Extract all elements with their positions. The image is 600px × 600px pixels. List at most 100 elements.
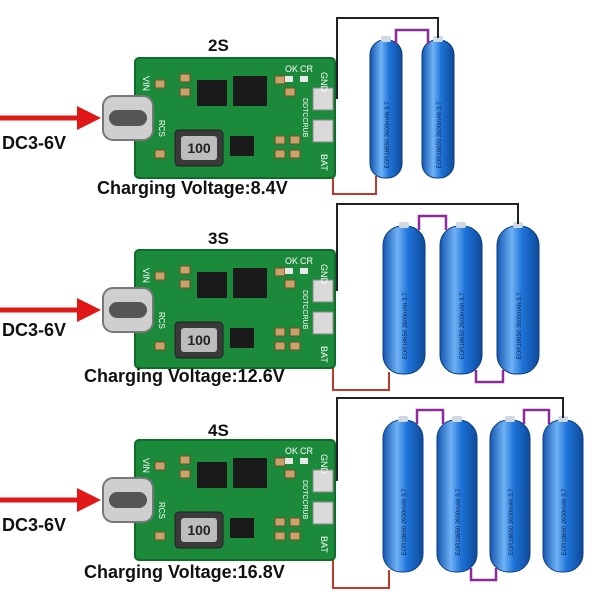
gnd-pad — [312, 87, 334, 111]
bat-silkscreen: BAT — [319, 154, 329, 171]
battery-pack-2s: EOR18650 2600mAh 3.7 EOR18650 2600mAh 3.7 — [323, 17, 455, 195]
smd-component — [179, 455, 191, 465]
smd-component — [289, 517, 301, 527]
mosfet-ic — [233, 268, 267, 298]
usb-c-port — [109, 492, 147, 508]
battery-print: EOR18650 2600mAh 3.7 — [456, 488, 462, 556]
smd-component — [289, 531, 301, 541]
chip-silkscreen: DDTCCRUB — [301, 480, 308, 520]
smd-component — [154, 271, 166, 281]
smd-component — [154, 79, 166, 89]
battery-print: EOR18650 2600mAh 3.7 — [562, 488, 568, 556]
battery-terminal — [456, 222, 466, 228]
inductor-face — [181, 136, 217, 160]
input-voltage-label-4s: DC3-6V — [2, 515, 67, 535]
chip-silkscreen: DDTCCRUB — [301, 98, 308, 138]
series-jumper-wire — [474, 370, 505, 384]
series-jumper-wire — [417, 214, 448, 230]
smd-component — [289, 135, 301, 145]
bat-pad — [312, 311, 334, 335]
smd-component — [274, 149, 286, 159]
battery-print: EOR18650 2600mAh 3.7 — [437, 101, 443, 169]
smd-component — [274, 341, 286, 351]
inductor-face — [181, 328, 217, 352]
smd-component — [179, 265, 191, 275]
battery-print: EOR18650 2600mAh 3.7 — [402, 488, 408, 556]
battery-print: EOR18650 2600mAh 3.7 — [385, 101, 391, 169]
ok-silkscreen: OK — [285, 256, 298, 266]
gnd-silkscreen: GND — [319, 454, 329, 475]
battery-terminal — [381, 36, 391, 42]
rcs-silkscreen: RCS — [157, 120, 166, 137]
controller-ic — [197, 272, 227, 298]
smd-component — [289, 341, 301, 351]
controller-ic — [197, 80, 227, 106]
series-jumper-wire — [469, 568, 498, 582]
battery-pack-4s: EOR18650 2600mAh 3.7 EOR18650 2600mAh 3.7… — [323, 397, 584, 589]
status-led — [285, 268, 293, 274]
charging-voltage-label-2s: Charging Voltage:8.4V — [97, 178, 288, 198]
status-led — [300, 76, 308, 82]
battery-print: EOR18650 2600mAh 3.7 — [460, 292, 466, 360]
smd-component — [284, 87, 296, 97]
ok-silkscreen: OK — [285, 446, 298, 456]
input-arrow-head — [77, 106, 101, 130]
cr-silkscreen: CR — [300, 256, 313, 266]
battery-terminal — [452, 416, 462, 422]
mosfet-ic — [233, 76, 267, 106]
charging-voltage-label-4s: Charging Voltage:16.8V — [84, 562, 285, 582]
cr-silkscreen: CR — [300, 446, 313, 456]
inductor-marking: 100 — [187, 140, 211, 156]
ok-silkscreen: OK — [285, 64, 298, 74]
usb-c-port — [109, 110, 147, 126]
input-arrow-head — [77, 298, 101, 322]
smd-component — [274, 75, 286, 85]
smd-component — [179, 87, 191, 97]
bat-pad — [312, 119, 334, 143]
smd-component — [274, 267, 286, 277]
smd-component — [154, 341, 166, 351]
mosfet-ic — [233, 458, 267, 488]
smd-component — [284, 469, 296, 479]
input-arrow-head — [77, 488, 101, 512]
smd-component — [154, 531, 166, 541]
series-jumper-wire — [415, 408, 445, 424]
status-led — [300, 268, 308, 274]
battery-terminal — [513, 222, 523, 228]
bat-pad — [312, 501, 334, 525]
vin-silkscreen: VIN — [141, 76, 151, 91]
inductor-face — [181, 518, 217, 542]
smd-component — [179, 73, 191, 83]
battery-terminal — [558, 416, 568, 422]
battery-terminal — [433, 36, 443, 42]
battery-print: EOR18650 2600mAh 3.7 — [509, 488, 515, 556]
smd-component — [154, 461, 166, 471]
smd-component — [289, 149, 301, 159]
battery-terminal — [399, 222, 409, 228]
smd-component — [274, 135, 286, 145]
gnd-pad — [312, 469, 334, 493]
smd-component — [274, 517, 286, 527]
rcs-silkscreen: RCS — [157, 502, 166, 519]
series-label-4s: 4S — [208, 421, 229, 440]
chip-silkscreen: DDTCCRUB — [301, 290, 308, 330]
inductor-marking: 100 — [187, 332, 211, 348]
vin-silkscreen: VIN — [141, 458, 151, 473]
status-led — [285, 458, 293, 464]
smd-component — [274, 457, 286, 467]
smd-component — [274, 327, 286, 337]
smd-component — [179, 279, 191, 289]
vin-silkscreen: VIN — [141, 268, 151, 283]
inductor-marking: 100 — [187, 522, 211, 538]
controller-ic — [197, 462, 227, 488]
diode — [230, 328, 254, 348]
cr-silkscreen: CR — [300, 64, 313, 74]
rcs-silkscreen: RCS — [157, 312, 166, 329]
status-led — [285, 76, 293, 82]
gnd-silkscreen: GND — [319, 264, 329, 285]
